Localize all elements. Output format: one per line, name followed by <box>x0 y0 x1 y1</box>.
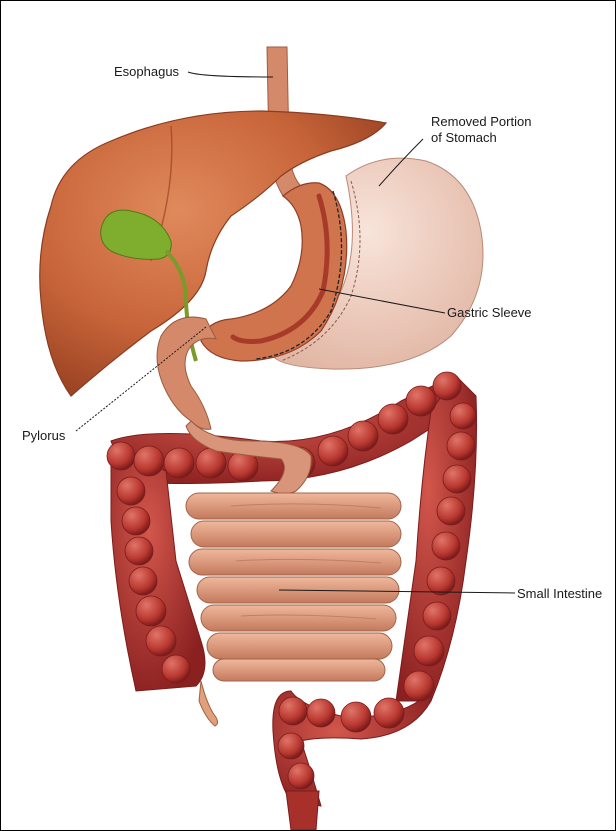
small-intestine-group <box>186 493 401 681</box>
pylorus-label: Pylorus <box>22 428 65 443</box>
esophagus-label: Esophagus <box>114 64 179 79</box>
appendix <box>199 681 218 726</box>
removed-stomach-label-line2: of Stomach <box>431 130 531 146</box>
removed-stomach-label-line1: Removed Portion <box>431 114 531 130</box>
removed-stomach-label: Removed Portion of Stomach <box>431 114 531 146</box>
small-intestine-label: Small Intestine <box>517 586 602 601</box>
gastric-sleeve-label: Gastric Sleeve <box>447 305 532 320</box>
leader-esophagus <box>188 72 273 77</box>
duodenum-shape <box>157 317 216 429</box>
rectum <box>286 791 319 830</box>
